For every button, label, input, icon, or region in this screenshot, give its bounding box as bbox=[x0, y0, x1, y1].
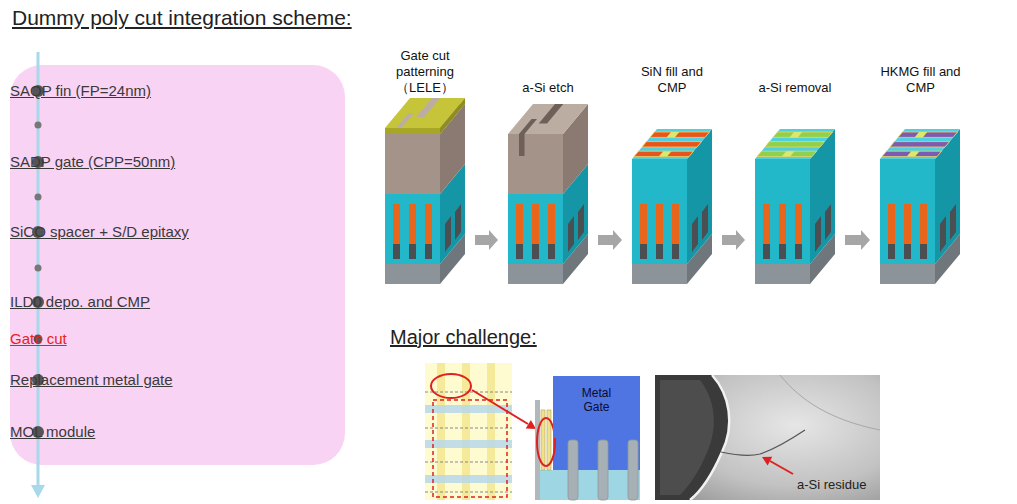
process-arrow bbox=[475, 230, 498, 250]
flow-dot-part bbox=[35, 194, 42, 201]
process-step: a-Si etch bbox=[498, 28, 598, 290]
layout-view-part bbox=[425, 475, 512, 483]
label-holder: Major challenge: bbox=[390, 326, 537, 349]
sin-fill-figure bbox=[632, 129, 712, 284]
asi-removal-figure-part bbox=[763, 204, 831, 259]
diagram-title: Dummy poly cut integration scheme: bbox=[12, 6, 352, 30]
flow-dot-part bbox=[35, 122, 42, 129]
highlighted-step: Gate cut bbox=[10, 330, 67, 348]
asi-removal-figure-part bbox=[782, 132, 803, 157]
residue-arrow-part bbox=[762, 457, 772, 466]
asi-etch-figure-part bbox=[519, 119, 537, 134]
hkmg-figure-part bbox=[888, 204, 956, 259]
cross-section-part bbox=[598, 440, 608, 500]
gate-cut-figure-part bbox=[416, 98, 441, 118]
hkmg-figure-part bbox=[880, 129, 960, 264]
flow-panel bbox=[10, 65, 345, 465]
flow-step: SiCO spacer + S/D epitaxy bbox=[10, 223, 189, 241]
caption-holder: Gate cut patterning （LELE） bbox=[375, 28, 475, 96]
layout-view-part bbox=[425, 428, 512, 429]
tem-image-part bbox=[690, 375, 729, 500]
asi-etch-figure-part bbox=[519, 134, 525, 156]
flow-dot-part bbox=[35, 265, 42, 272]
hkmg-figure bbox=[880, 129, 960, 284]
flow-step: SAQP fin (FP=24nm) bbox=[10, 82, 151, 100]
layout-view-part bbox=[431, 374, 471, 398]
step-caption: HKMG fill and CMP bbox=[873, 64, 969, 96]
process-step: Gate cut patterning （LELE） bbox=[375, 28, 475, 290]
cross-section-part bbox=[553, 376, 640, 470]
caption-holder: HKMG fill and CMP bbox=[870, 28, 971, 96]
step-caption: Gate cut patterning （LELE） bbox=[389, 48, 461, 96]
process-arrow bbox=[598, 230, 622, 250]
hkmg-figure-part bbox=[907, 132, 928, 157]
step-caption: a-Si removal bbox=[755, 80, 835, 96]
cross-section-part bbox=[568, 440, 578, 500]
flow-panel-part bbox=[10, 65, 345, 465]
asi-etch-figure-part bbox=[539, 104, 564, 124]
sin-fill-figure-part bbox=[634, 132, 710, 157]
asi-etch-figure-part bbox=[516, 204, 584, 259]
metal-gate-region: Metal Gate bbox=[553, 376, 640, 438]
region-label: Metal Gate bbox=[575, 386, 619, 414]
hkmg-figure-part bbox=[882, 132, 958, 157]
pointer-arrow bbox=[472, 390, 536, 429]
caption-holder: SiN fill and CMP bbox=[622, 28, 722, 96]
asi-removal-figure-part bbox=[757, 132, 833, 157]
layout-view-part bbox=[425, 440, 512, 448]
caption-holder: a-Si etch bbox=[498, 28, 598, 96]
flow-step: Replacement metal gate bbox=[10, 371, 173, 389]
tem-image-part bbox=[655, 375, 880, 500]
caption-holder: a-Si removal bbox=[745, 28, 845, 96]
process-step: a-Si removal bbox=[745, 28, 845, 290]
layout-view-part bbox=[425, 462, 512, 463]
layout-view-part bbox=[425, 492, 512, 493]
flow-panel: SAQP fin (FP=24nm) SADP gate (CPP=50nm) Si… bbox=[10, 65, 345, 465]
label-holder: a-Si residue bbox=[797, 477, 866, 492]
layout-view-part bbox=[433, 400, 507, 497]
process-step: SiN fill and CMP bbox=[622, 28, 722, 290]
layout-view bbox=[425, 363, 512, 500]
gate-cut-figure-part bbox=[440, 98, 465, 134]
process-arrow bbox=[722, 230, 745, 250]
tem-image-part bbox=[660, 380, 714, 495]
residue-arrow bbox=[762, 457, 793, 474]
callout-label: a-Si residue bbox=[797, 477, 866, 492]
flow-step: SADP gate (CPP=50nm) bbox=[10, 153, 175, 171]
tem-image-part bbox=[721, 430, 805, 455]
flow-step: MOL module bbox=[10, 423, 95, 441]
pointer-arrow-part bbox=[472, 390, 528, 424]
asi-removal-figure-part bbox=[755, 129, 835, 264]
cross-section-part bbox=[535, 376, 640, 500]
cross-section-part bbox=[535, 470, 640, 500]
pointer-arrow-part bbox=[526, 420, 536, 429]
gate-cut-figure bbox=[385, 98, 465, 284]
gate-cut-figure-part bbox=[385, 128, 440, 134]
step-caption: SiN fill and CMP bbox=[631, 64, 713, 96]
asi-etch-figure-part bbox=[508, 104, 588, 194]
cross-section-part bbox=[628, 440, 638, 500]
asi-removal-figure bbox=[755, 129, 835, 284]
sin-fill-figure-part bbox=[632, 129, 712, 264]
gate-cut-figure-part bbox=[393, 204, 461, 259]
tem-image-part bbox=[655, 375, 729, 500]
flow-arrow-part bbox=[31, 485, 45, 498]
cross-section bbox=[535, 376, 640, 500]
section-heading: Major challenge: bbox=[390, 326, 537, 349]
flow-step: ILD0 depo. and CMP bbox=[10, 293, 150, 311]
residue-arrow-part bbox=[770, 461, 793, 474]
layout-view-part bbox=[425, 363, 512, 500]
step-caption: a-Si etch bbox=[508, 80, 588, 96]
process-step: HKMG fill and CMP bbox=[870, 28, 971, 290]
process-arrow bbox=[845, 230, 870, 250]
tem-image bbox=[655, 375, 880, 500]
tem-image-part bbox=[780, 375, 880, 430]
sin-fill-figure-part bbox=[640, 204, 708, 259]
sin-fill-figure-part bbox=[659, 132, 680, 157]
asi-etch-figure bbox=[508, 104, 588, 284]
gate-cut-figure-part bbox=[396, 113, 414, 128]
title-holder: Dummy poly cut integration scheme: bbox=[12, 6, 352, 30]
